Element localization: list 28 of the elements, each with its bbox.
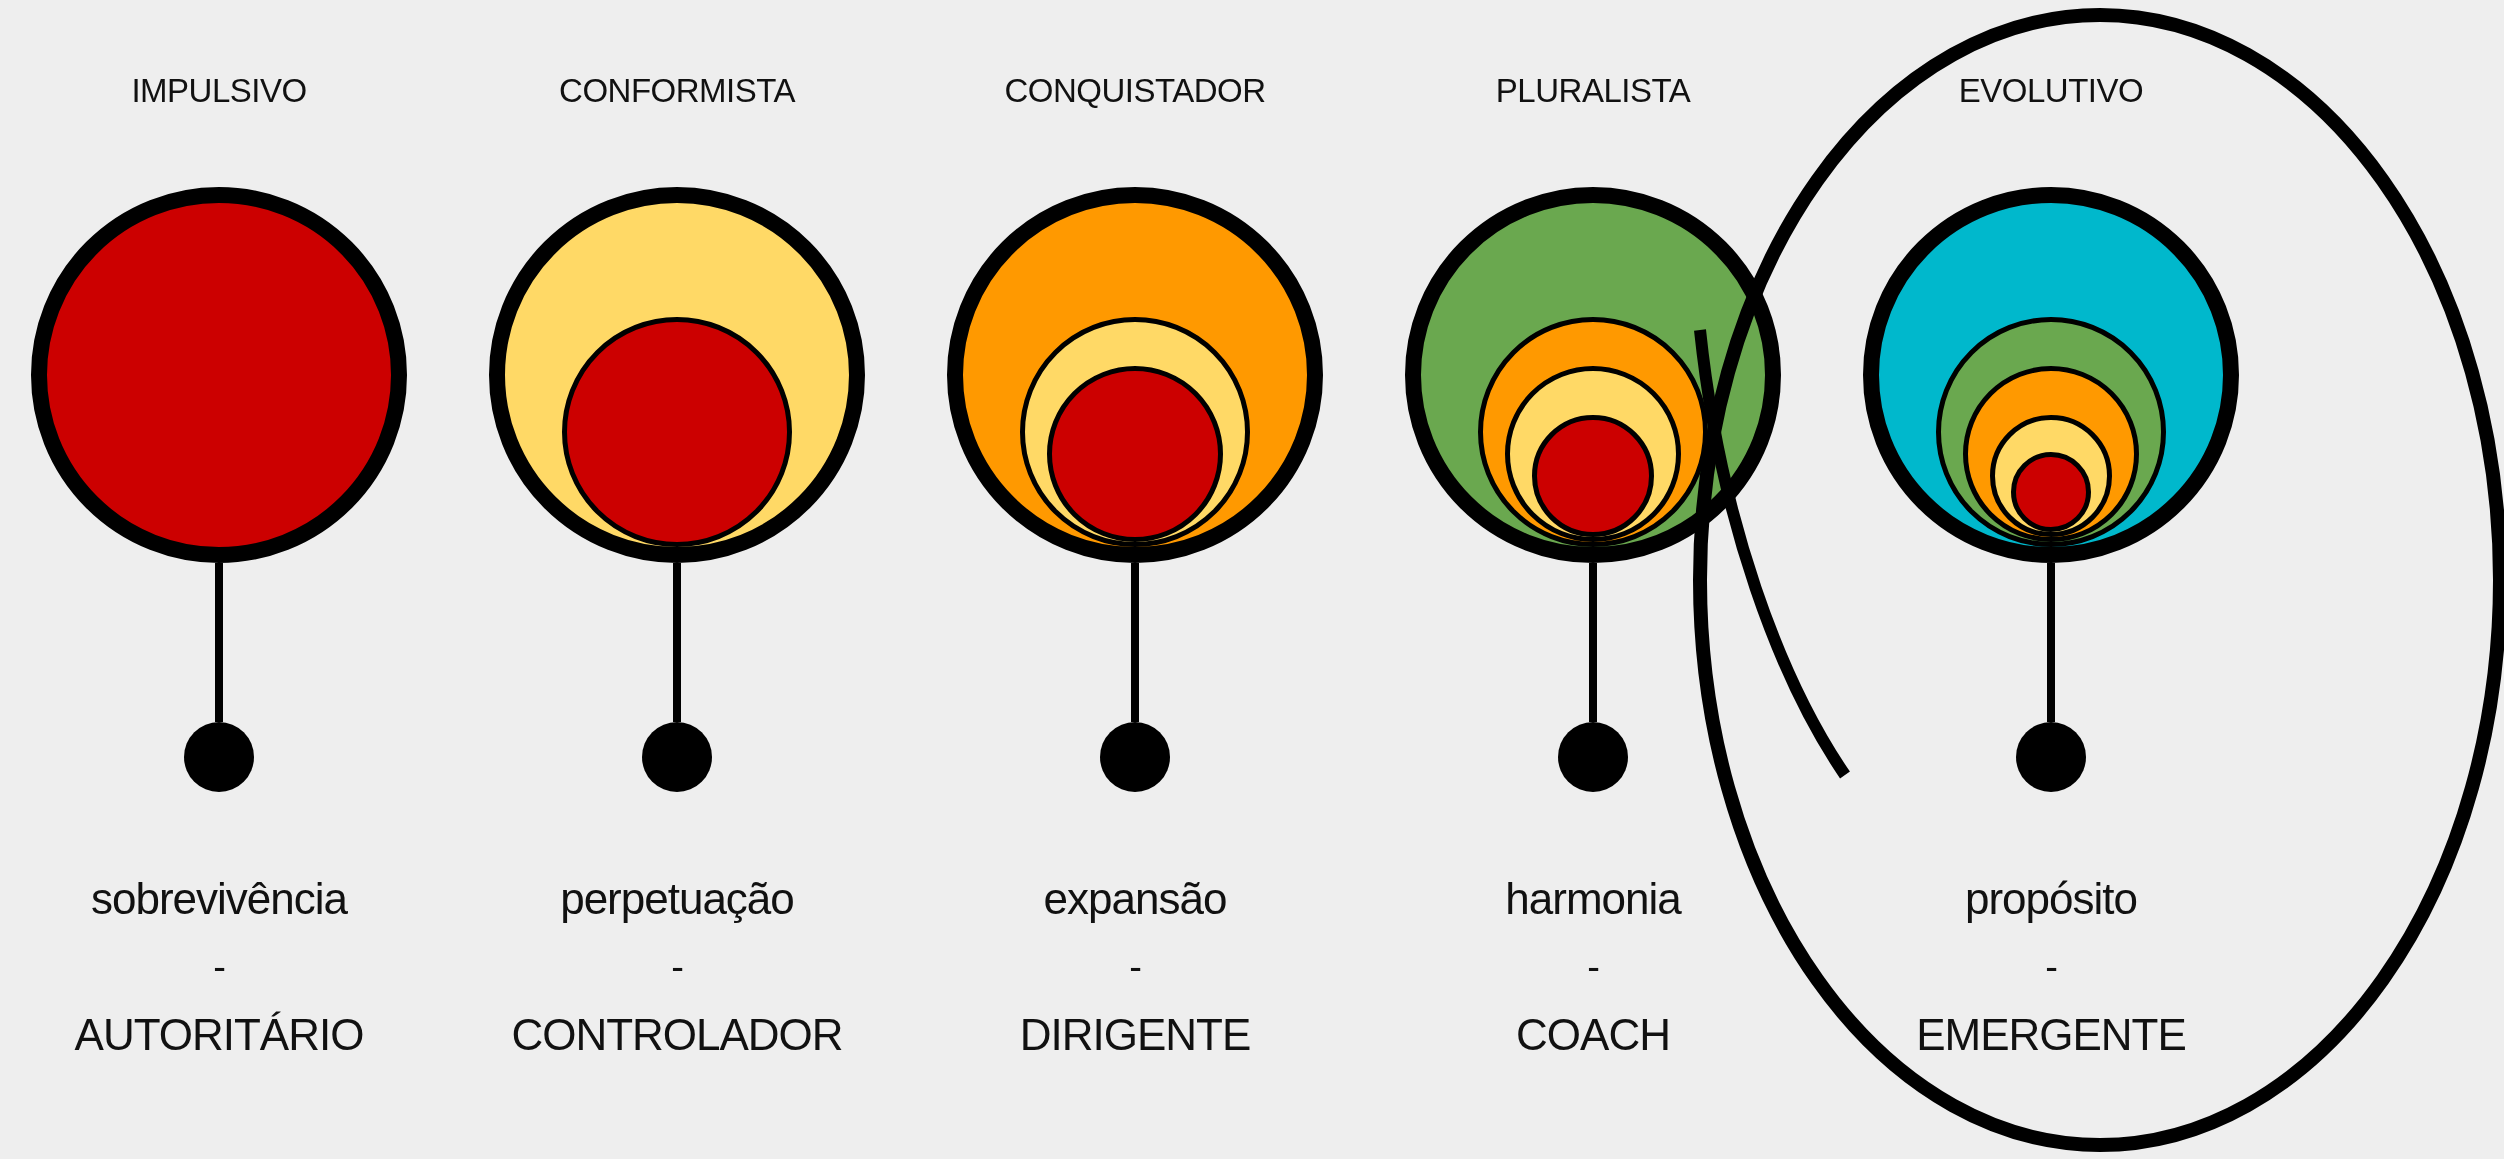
stage-label: DIRIGENTE xyxy=(1019,1009,1251,1061)
stage-label: perpetuação xyxy=(560,873,794,925)
stage-label: EMERGENTE xyxy=(1916,1009,2186,1061)
stem-line xyxy=(215,563,223,722)
stem-line xyxy=(673,563,681,722)
stage-label: harmonia xyxy=(1505,873,1681,925)
stage-label: expansão xyxy=(1043,873,1227,925)
stem-line xyxy=(2047,563,2055,722)
stage-label: AUTORITÁRIO xyxy=(74,1009,364,1061)
stem-line xyxy=(1131,563,1139,722)
stage-heading: EVOLUTIVO xyxy=(1958,71,2144,111)
stage-label: - xyxy=(671,945,683,990)
circle xyxy=(1990,415,2112,537)
stage-heading: CONFORMISTA xyxy=(559,71,795,111)
stage-label: - xyxy=(2045,945,2057,990)
stage-label: - xyxy=(1587,945,1599,990)
stage-label: COACH xyxy=(1516,1009,1670,1061)
stage-label: propósito xyxy=(1965,873,2137,925)
stage-label: CONTROLADOR xyxy=(511,1009,843,1061)
circle xyxy=(1532,415,1654,537)
stage-label: - xyxy=(213,945,225,990)
stage-label: sobrevivência xyxy=(91,873,347,925)
stage-heading: IMPULSIVO xyxy=(131,71,307,111)
stage-heading: CONQUISTADOR xyxy=(1004,71,1266,111)
stage-heading: PLURALISTA xyxy=(1495,71,1691,111)
stem-line xyxy=(1589,563,1597,722)
circle xyxy=(2011,452,2091,532)
stage-label: - xyxy=(1129,945,1141,990)
